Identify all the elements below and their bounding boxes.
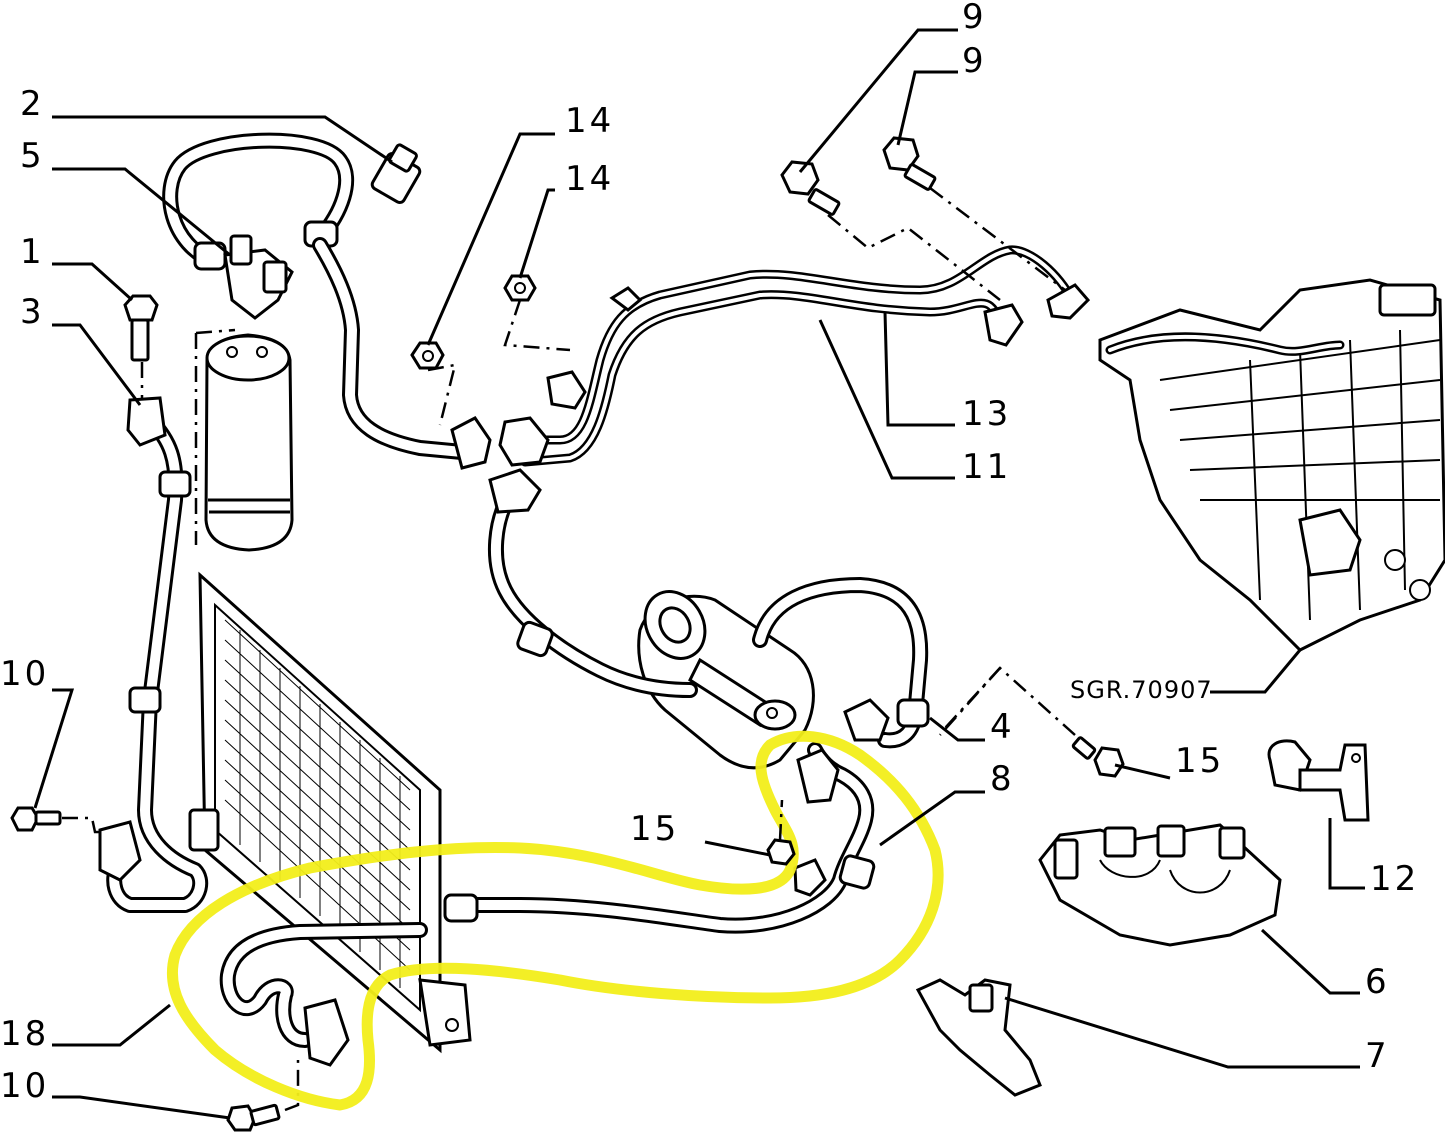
callout-6: 6	[1365, 962, 1390, 1002]
callout-4: 4	[990, 707, 1015, 747]
callout-10-bottom: 10	[0, 1066, 49, 1106]
nut-14b	[503, 274, 537, 302]
callout-3: 3	[20, 292, 45, 332]
dash-10a	[62, 816, 102, 834]
callout-12: 12	[1370, 859, 1419, 899]
dash-9a	[827, 214, 1001, 301]
callout-8: 8	[990, 759, 1015, 799]
receiver-drier	[204, 333, 294, 552]
pipe-3	[98, 396, 209, 913]
callout-11: 11	[962, 447, 1011, 487]
valve-part-2	[370, 143, 422, 204]
callout-2: 2	[20, 84, 45, 124]
drawing-code: SGR.70907	[1070, 676, 1213, 704]
callout-15-left: 15	[630, 809, 679, 849]
suction-hose-4	[752, 577, 930, 749]
drier-dash-top	[195, 328, 236, 335]
bolt-9a	[780, 160, 841, 216]
bracket-12	[1267, 739, 1370, 822]
dash-14a	[427, 363, 457, 426]
callout-9-top: 9	[962, 0, 987, 37]
callout-7: 7	[1365, 1036, 1390, 1076]
bolt-15b	[1071, 736, 1125, 778]
callouts: 2 5 1 3 10 18 10 14 14 9 9 13 11 4 15 8 …	[0, 0, 1419, 1106]
holder-6	[1038, 823, 1282, 947]
bolt-9b	[882, 136, 937, 191]
dash-15a	[778, 799, 784, 841]
hose-compressor-left	[488, 468, 698, 698]
compressor	[637, 590, 815, 770]
callout-18: 18	[0, 1014, 49, 1054]
callout-15-right: 15	[1175, 741, 1224, 781]
evaporator-lines	[498, 245, 1091, 467]
hose-8-18	[219, 742, 876, 1067]
bolt-10a	[10, 806, 62, 832]
bolt-1	[123, 294, 159, 362]
hvac-housing	[1098, 278, 1445, 652]
callout-1: 1	[20, 232, 45, 272]
condenser-core-mesh	[224, 619, 411, 988]
leader-lines	[33, 28, 1365, 1120]
callout-13: 13	[962, 394, 1011, 434]
dash-10b	[284, 1060, 300, 1112]
bolt-10b	[226, 1103, 281, 1132]
callout-10-top: 10	[0, 654, 49, 694]
liquid-line	[312, 237, 492, 470]
hose-loop-5	[162, 132, 355, 320]
callout-9-bottom: 9	[962, 41, 987, 81]
dash-9b	[929, 187, 1066, 291]
dash-4	[939, 667, 1001, 736]
callout-14-top: 14	[565, 101, 614, 141]
clip-7	[915, 978, 1042, 1097]
dash-14b	[503, 299, 571, 352]
highlight-outline	[166, 730, 944, 1111]
callout-5: 5	[20, 136, 45, 176]
callout-14-bottom: 14	[565, 159, 614, 199]
nut-14a	[410, 341, 445, 370]
bolt-15a	[766, 838, 796, 866]
